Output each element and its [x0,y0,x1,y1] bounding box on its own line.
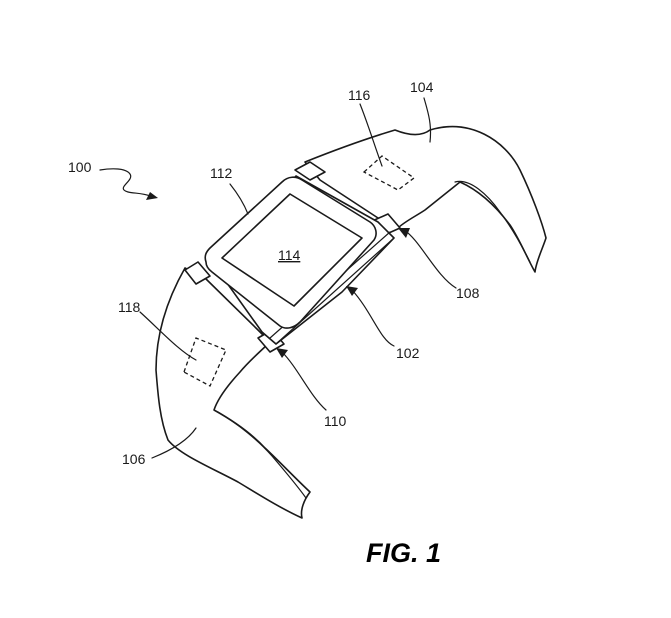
label-connector-right: 108 [456,285,480,301]
display [221,193,363,307]
label-component-upper: 116 [348,87,371,103]
label-connector-left: 110 [324,413,347,429]
label-housing: 102 [396,345,420,361]
label-display: 114 [278,247,301,263]
label-bezel: 112 [210,165,233,181]
figure-caption: FIG. 1 [366,538,441,568]
label-device: 100 [68,159,92,175]
top-lug [294,161,326,181]
upper-band [304,125,547,273]
label-band-lower: 106 [122,451,146,467]
label-component-lower: 118 [118,299,141,315]
leader-lines [99,97,457,459]
label-band-upper: 104 [410,79,434,95]
component-lower [183,337,227,387]
left-lug [184,261,211,285]
component-upper [362,155,416,191]
lower-band [155,267,311,519]
